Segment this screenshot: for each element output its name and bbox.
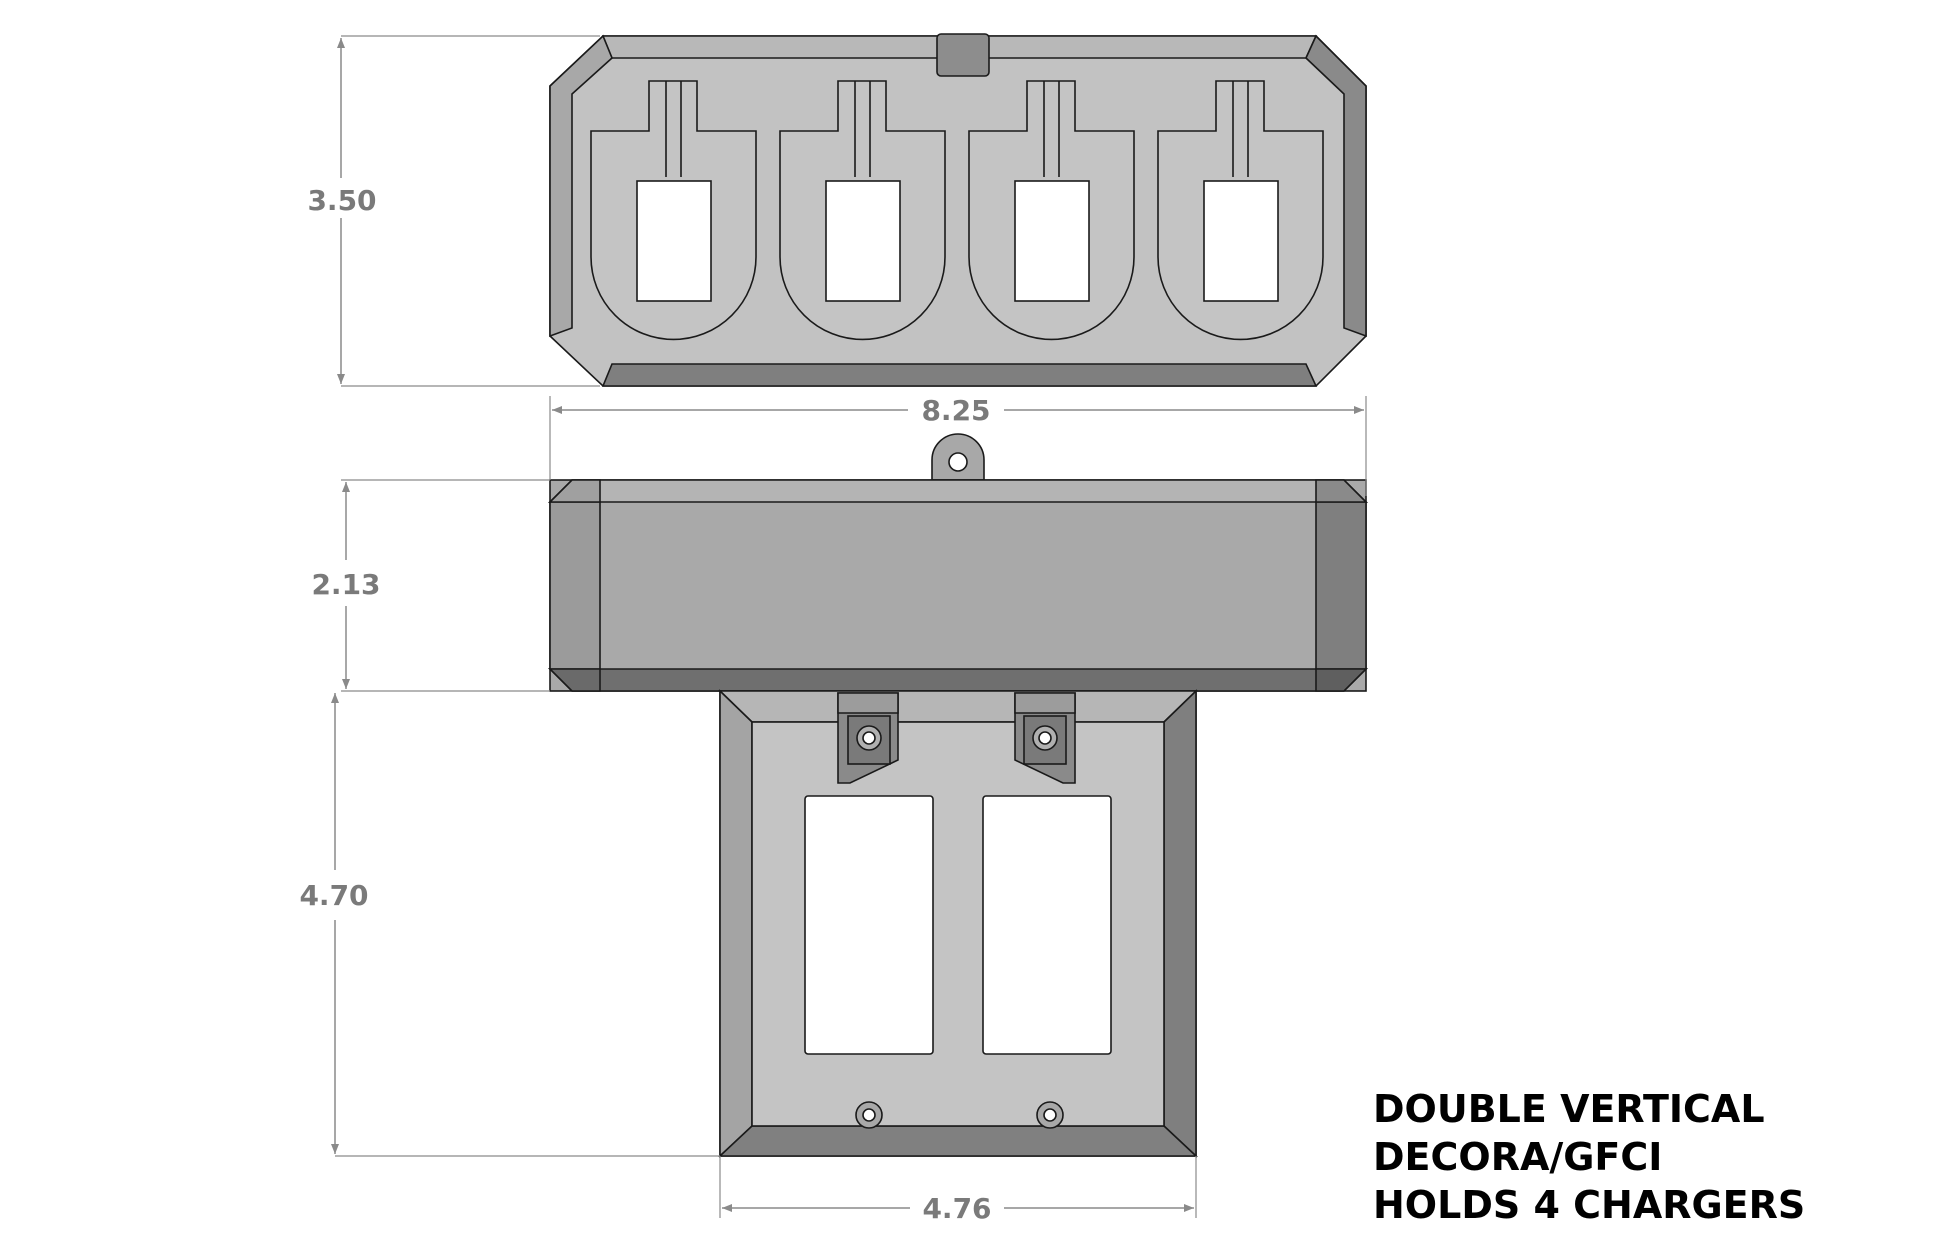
front-view-right-corner xyxy=(1315,479,1368,503)
top-view xyxy=(549,33,1367,387)
dimension-label-plate-width: 4.76 xyxy=(922,1192,991,1225)
front-view-bevel-bottom xyxy=(548,668,1368,692)
wall-plate-bevel-left xyxy=(719,689,753,1158)
wall-plate-bevel-bottom xyxy=(717,1125,1199,1157)
wall-plate-bevel-right xyxy=(1163,689,1197,1158)
plate-screw xyxy=(855,1101,883,1129)
charger-slot xyxy=(1203,180,1279,302)
wall-plate-bevel-top xyxy=(718,690,1198,723)
plate-screw xyxy=(1036,1101,1064,1129)
front-view xyxy=(548,433,1368,692)
dimension-label-front-height: 2.13 xyxy=(311,568,380,601)
front-view-left-bottom-corner xyxy=(548,668,601,692)
product-note: DOUBLE VERTICAL DECORA/GFCI HOLDS 4 CHAR… xyxy=(1373,1087,1805,1227)
front-view-mount-hole xyxy=(948,452,968,472)
dimension-4-70: 4.70 xyxy=(299,693,720,1157)
charger-pocket xyxy=(968,80,1135,341)
top-view-bevel-bottom xyxy=(601,363,1318,387)
charger-slot xyxy=(1014,180,1090,302)
dimension-2-13: 2.13 xyxy=(311,479,550,692)
decora-opening xyxy=(982,795,1112,1055)
charger-slot xyxy=(636,180,712,302)
front-view-right-face xyxy=(1315,501,1367,670)
note-line-1: DOUBLE VERTICAL xyxy=(1373,1087,1765,1131)
front-view-body xyxy=(549,479,1367,692)
charger-pocket xyxy=(779,80,946,341)
dimension-label-plate-height: 4.70 xyxy=(299,879,368,912)
charger-pocket xyxy=(590,80,757,341)
front-view-bevel-top xyxy=(548,479,1368,503)
dimension-label-overall-width: 8.25 xyxy=(921,394,990,427)
front-view-right-bottom-corner xyxy=(1315,668,1368,692)
dimension-3-50: 3.50 xyxy=(307,35,600,387)
front-view-left-face xyxy=(549,501,601,670)
charger-pocket xyxy=(1157,80,1324,341)
plate-mount-tab xyxy=(1014,692,1076,784)
decora-opening xyxy=(804,795,934,1055)
wall-plate xyxy=(717,689,1199,1158)
note-line-3: HOLDS 4 CHARGERS xyxy=(1373,1183,1805,1227)
top-view-mount-tab xyxy=(936,33,990,77)
top-view-bevel-left xyxy=(549,34,613,338)
dimension-4-76: 4.76 xyxy=(719,1156,1197,1225)
top-view-bevel-right xyxy=(1305,34,1367,338)
dimension-label-top-height: 3.50 xyxy=(307,184,376,217)
dimension-8-25: 8.25 xyxy=(549,394,1367,496)
front-view-left-corner xyxy=(548,479,601,503)
note-line-2: DECORA/GFCI xyxy=(1373,1135,1662,1179)
plate-mount-tab xyxy=(837,692,899,784)
charger-slot xyxy=(825,180,901,302)
